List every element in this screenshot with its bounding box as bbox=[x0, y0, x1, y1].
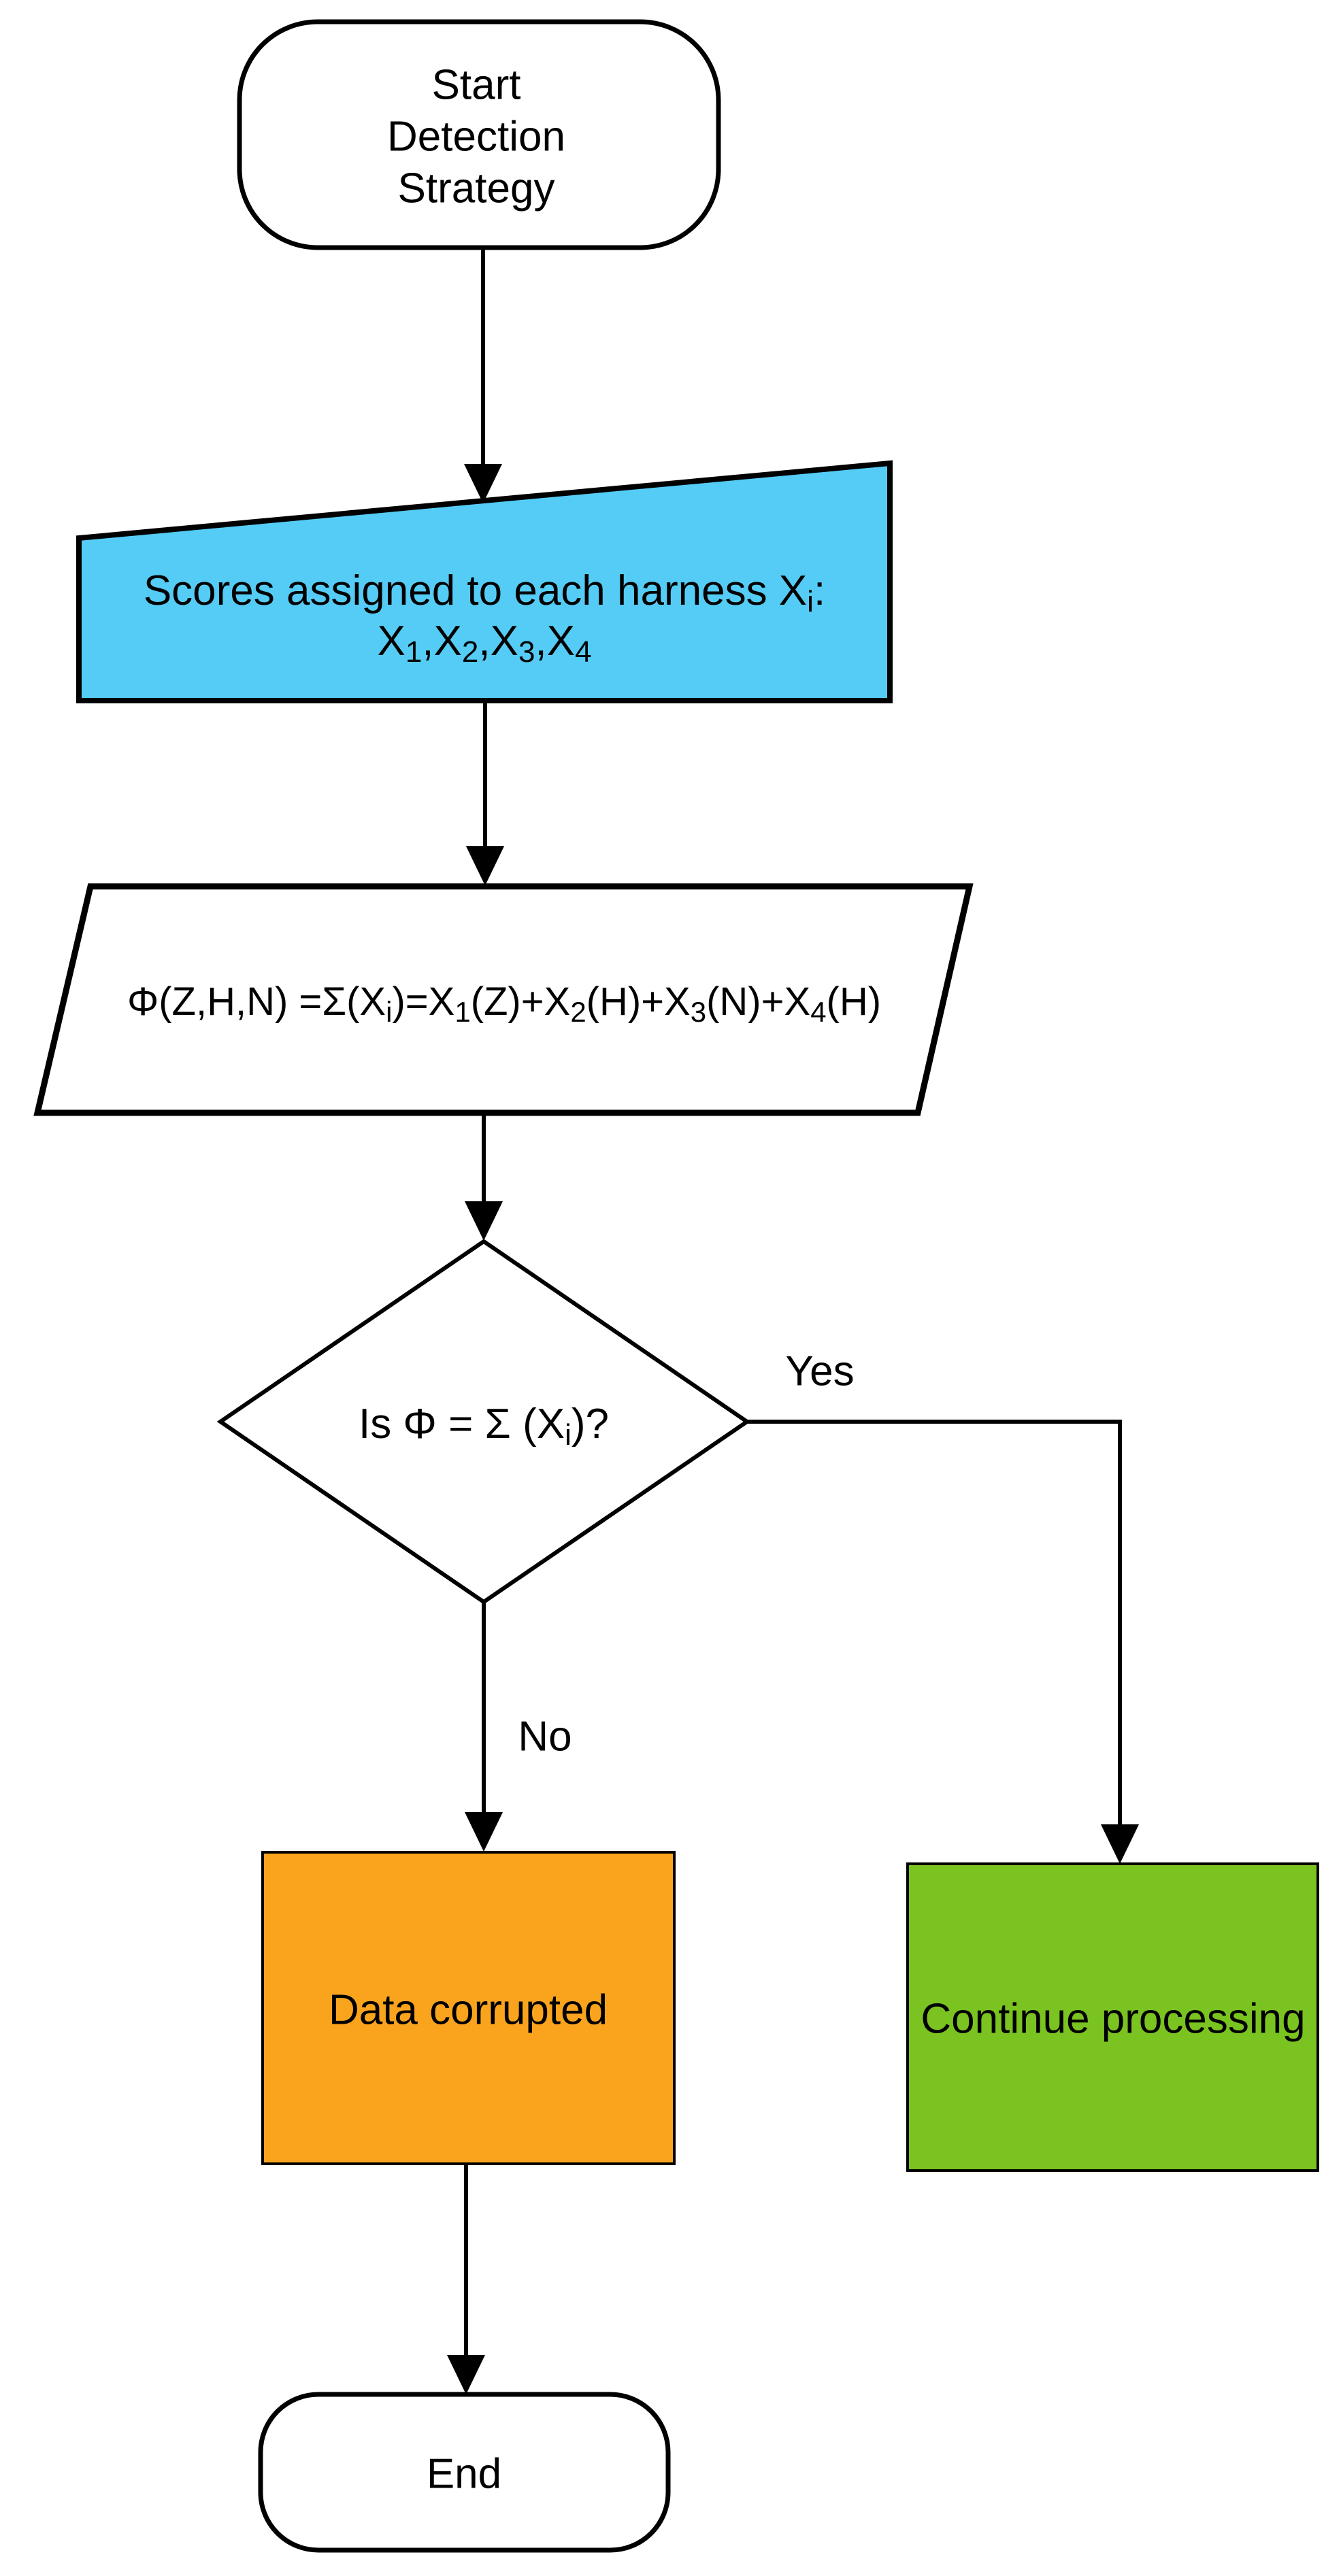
edge-corrupted-to-end bbox=[447, 2164, 485, 2394]
data-corrupted-label: Data corrupted bbox=[329, 1987, 608, 2034]
edge-formula-to-decision bbox=[465, 1113, 503, 1241]
scores-card-node: Scores assigned to each harness Xi: X1,X… bbox=[76, 460, 893, 703]
start-label-line3: Strategy bbox=[398, 165, 555, 212]
arrowhead-down-icon bbox=[465, 1201, 503, 1241]
edge-decision-no: No bbox=[465, 1602, 572, 1852]
start-terminator-node: Start Detection Strategy bbox=[237, 19, 721, 250]
edge-start-to-scores bbox=[464, 248, 502, 503]
end-label: End bbox=[427, 2451, 501, 2498]
edge-scores-to-formula bbox=[466, 701, 504, 886]
arrowhead-down-icon bbox=[464, 464, 502, 503]
end-terminator-shape bbox=[258, 2392, 671, 2553]
continue-processing-node: Continue processing bbox=[906, 1862, 1319, 2172]
formula-parallelogram-shape bbox=[33, 883, 974, 1116]
yes-edge-label: Yes bbox=[785, 1348, 854, 1395]
no-edge-label: No bbox=[518, 1713, 572, 1760]
arrowhead-down-icon bbox=[466, 846, 504, 886]
arrowhead-down-icon bbox=[465, 1812, 503, 1852]
decision-label: Is Φ = Σ (Xi)? bbox=[359, 1401, 609, 1452]
start-label-line2: Detection bbox=[387, 114, 565, 161]
scores-card-shape bbox=[76, 460, 893, 703]
start-label-line1: Start bbox=[432, 62, 521, 109]
data-corrupted-node: Data corrupted bbox=[261, 1851, 676, 2165]
edge-decision-yes: Yes bbox=[747, 1348, 1139, 1864]
decision-diamond-node: Is Φ = Σ (Xi)? bbox=[216, 1239, 751, 1605]
continue-processing-label: Continue processing bbox=[921, 1996, 1305, 2043]
start-terminator-shape bbox=[237, 19, 721, 250]
formula-parallelogram-node: Φ(Z,H,N) =Σ(Xi)=X1(Z)+X2(H)+X3(N)+X4(H) bbox=[33, 883, 974, 1116]
continue-processing-shape bbox=[906, 1862, 1319, 2172]
end-terminator-node: End bbox=[258, 2392, 671, 2553]
arrowhead-down-icon bbox=[1101, 1824, 1139, 1864]
scores-label-line2: X1,X2,X3,X4 bbox=[377, 618, 591, 669]
edge-decision-yes-line bbox=[747, 1420, 1122, 1827]
arrowhead-down-icon bbox=[447, 2355, 485, 2394]
scores-label-line1: Scores assigned to each harness Xi: bbox=[144, 567, 825, 618]
data-corrupted-shape bbox=[261, 1851, 676, 2165]
formula-label: Φ(Z,H,N) =Σ(Xi)=X1(Z)+X2(H)+X3(N)+X4(H) bbox=[127, 980, 881, 1028]
